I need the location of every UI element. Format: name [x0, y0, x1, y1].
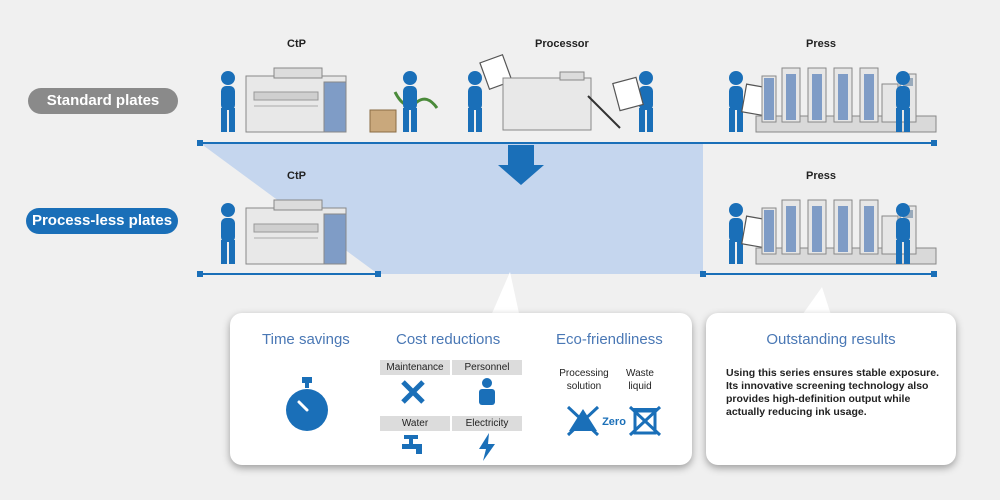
water-tag: Water [380, 416, 450, 431]
standard-plates-label: Standard plates [28, 88, 178, 114]
no-waste-liquid-icon [628, 405, 662, 437]
plate-icon [612, 76, 644, 112]
waste-liquid-label: Waste liquid [626, 368, 654, 392]
processor-label: Processor [535, 38, 589, 50]
no-processing-solution-icon [566, 405, 600, 437]
results-card: Outstanding results Using this series en… [706, 313, 956, 465]
zero-label: Zero [602, 416, 626, 428]
electricity-tag: Electricity [452, 416, 522, 431]
callout-pointer-left [490, 272, 520, 318]
operator-icon [729, 71, 743, 132]
lightning-icon [479, 433, 495, 461]
operator-icon [468, 71, 482, 132]
processor-machine-icon [502, 77, 592, 131]
timeline-band [200, 143, 703, 274]
press-label-2: Press [806, 170, 836, 182]
box-icon [369, 109, 397, 133]
ctp-label-2: CtP [287, 170, 306, 182]
wrench-icon [401, 380, 425, 404]
operator-icon [221, 203, 235, 264]
processless-plates-label: Process-less plates [26, 208, 178, 234]
eco-friendliness-title: Eco-friendliness [556, 331, 663, 348]
outstanding-results-title: Outstanding results [766, 331, 896, 348]
press-label: Press [806, 38, 836, 50]
person-icon [479, 378, 495, 405]
stopwatch-icon [286, 377, 328, 431]
benefits-card: Time savings Cost reductions Maintenance… [230, 313, 692, 465]
time-savings-title: Time savings [262, 331, 350, 348]
cost-reductions-title: Cost reductions [396, 331, 501, 348]
results-description: Using this series ensures stable exposur… [726, 367, 940, 418]
operator-icon [403, 71, 417, 132]
ctp-machine-icon [245, 199, 347, 265]
hose-icon [393, 91, 439, 109]
down-arrow-icon [498, 145, 544, 185]
processing-solution-label: Processing solution [559, 368, 609, 392]
faucet-icon [402, 435, 422, 454]
personnel-tag: Personnel [452, 360, 522, 375]
maintenance-tag: Maintenance [380, 360, 450, 375]
operator-icon [729, 203, 743, 264]
ctp-label: CtP [287, 38, 306, 50]
operator-icon [221, 71, 235, 132]
ctp-machine-icon [245, 67, 347, 133]
callout-pointer-right [800, 287, 832, 318]
